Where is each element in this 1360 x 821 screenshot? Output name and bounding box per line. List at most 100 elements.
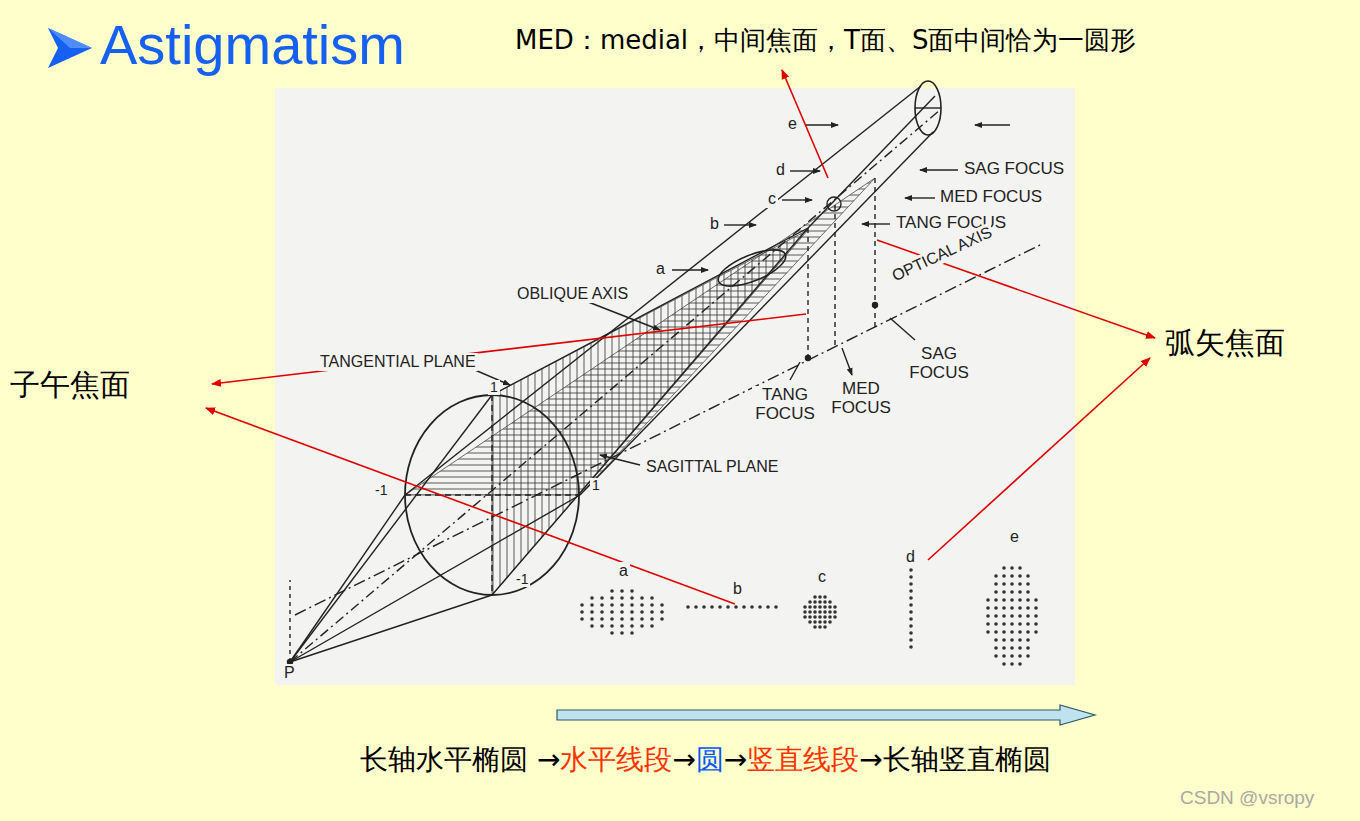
spot-dot [1018,582,1022,586]
spot-dot [823,595,827,599]
slide-title: Astigmatism [100,14,405,76]
spot-dot [1002,638,1006,642]
spot-dot [818,600,822,604]
spot-dot [813,595,817,599]
spot-dot [650,624,654,628]
spot-dot [694,605,698,609]
spot-dot [660,617,664,621]
spot-dot [1034,598,1038,602]
spot-dot [734,605,738,609]
spot-dot [1010,606,1014,610]
progression-text: 长轴水平椭圆 →水平线段→圆→竖直线段→长轴竖直椭圆 [360,743,1051,777]
spot-dot [620,624,624,628]
spot-dot [813,605,817,609]
figure-label: -1 [514,572,530,587]
spot-dot [610,610,614,614]
figure-ground [275,88,1075,685]
progression-step: 长轴水平椭圆 → [360,743,560,777]
spot-dot [909,638,913,642]
spot-dot [590,596,594,600]
spot-dot [1002,646,1006,650]
figure-label: c [816,568,828,586]
figure-label: OBLIQUE AXIS [515,285,630,303]
spot-dot [909,596,913,600]
figure-label: e [786,115,799,133]
spot-dot [909,575,913,579]
spot-dot [774,605,778,609]
spot-dot [1010,646,1014,650]
spot-dot [640,617,644,621]
spot-dot [994,630,998,634]
spot-dot [803,610,807,614]
spot-dot [986,622,990,626]
spot-diagrams [580,566,1038,666]
spot-dot [590,610,594,614]
spot-dot [610,596,614,600]
spot-dot [702,605,706,609]
spot-dot [1018,630,1022,634]
figure-label: a [617,562,630,580]
spot-dot [909,645,913,649]
spot-dot [1010,622,1014,626]
spot-dot [828,615,832,619]
spot-dot [1034,614,1038,618]
spot-dot [813,610,817,614]
spot-dot [1026,582,1030,586]
figure-label: SAG FOCUS [962,160,1066,179]
spot-dot [986,614,990,618]
figure-label: b [731,580,744,598]
spot-dot [1026,606,1030,610]
spot-dot [1002,582,1006,586]
spot-dot [1018,590,1022,594]
spot-dot [710,605,714,609]
red-leader-arrows [206,70,1155,604]
figure-label: -1 [373,483,389,498]
spot-dot [833,610,837,614]
spot-dot [742,605,746,609]
spot-dot [1018,638,1022,642]
spot-dot [610,617,614,621]
spot-dot [828,610,832,614]
spot-dot [994,582,998,586]
spot-dot [620,610,624,614]
spot-dot [1018,574,1022,578]
spot-dot [1026,590,1030,594]
spot-dot [994,622,998,626]
spot-dot [803,605,807,609]
figure-label: b [708,215,721,233]
spot-dot [813,600,817,604]
spot-dot [1034,606,1038,610]
figure-label: SAGITTAL PLANE [644,458,780,476]
figure-label: e [1008,528,1021,546]
spot-dot [994,574,998,578]
figure-label: c [766,190,778,208]
figure-label: MED FOCUS [828,380,894,417]
spot-dot [1026,622,1030,626]
figure-label: TANGENTIAL PLANE [318,353,478,371]
progression-arrow [557,705,1095,725]
spot-dot [750,605,754,609]
spot-dot [1026,654,1030,658]
spot-dot [630,603,634,607]
spot-dot [833,615,837,619]
progression-step: 竖直线段 [747,743,859,777]
spot-dot [650,617,654,621]
spot-dot [610,624,614,628]
spot-dot [620,596,624,600]
spot-dot [808,615,812,619]
spot-dot [994,654,998,658]
spot-dot [909,617,913,621]
spot-dot [766,605,770,609]
spot-dot [1002,614,1006,618]
spot-dot [1002,574,1006,578]
spot-dot [1010,598,1014,602]
figure-label: d [904,548,917,566]
spot-dot [808,610,812,614]
spot-dot [610,631,614,635]
spot-dot [813,625,817,629]
spot-dot [823,615,827,619]
spot-dot [1002,590,1006,594]
spot-dot [909,582,913,586]
figure-label: MED FOCUS [938,188,1044,207]
